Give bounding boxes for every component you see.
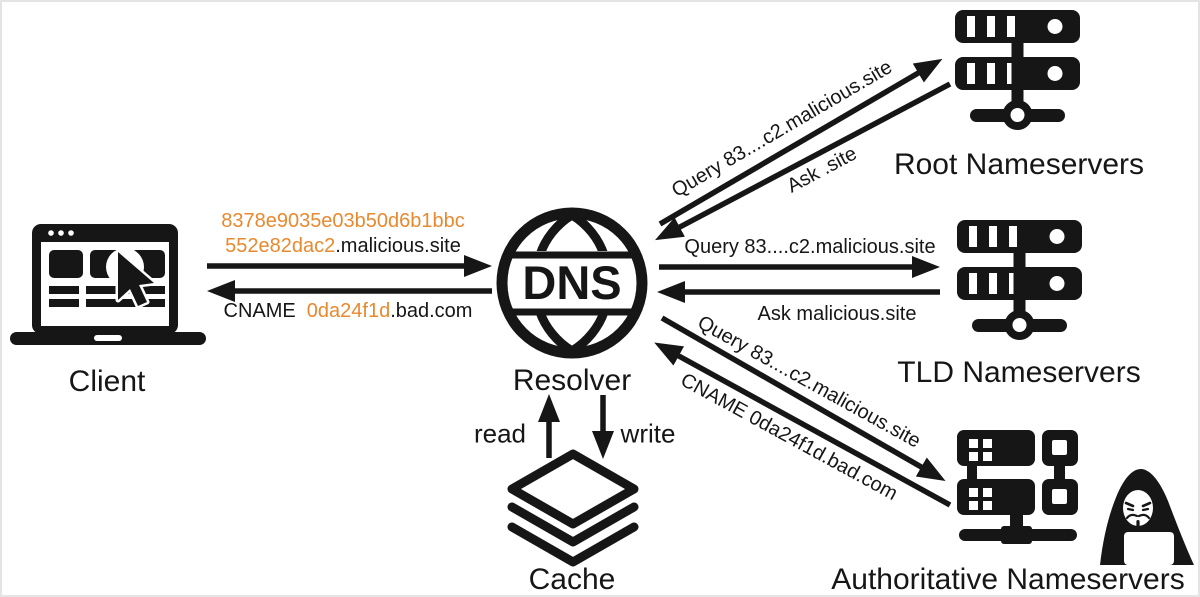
client-query-line1: 8378e9035e03b50d6b1bbc — [221, 210, 465, 232]
resolver-label: Resolver — [512, 364, 632, 397]
arrow-auth-to-resolver — [654, 342, 952, 508]
client-label: Client — [68, 365, 146, 398]
hacker-icon — [1100, 469, 1194, 565]
query-tld-label: Query 83....c2.malicious.site — [684, 236, 936, 258]
arrows-layer — [207, 58, 952, 508]
authoritative-servers-icon — [957, 430, 1078, 544]
ask-tld-label: Ask malicious.site — [757, 303, 917, 325]
cursor-icon — [115, 249, 157, 309]
tld-nameservers-label: TLD Nameservers — [897, 356, 1141, 389]
dns-globe-text: DNS — [522, 256, 621, 309]
cache-write-label: write — [620, 418, 676, 449]
arrow-root-to-resolver — [655, 81, 952, 241]
arrow-resolver-to-root — [658, 58, 943, 227]
client-query-message: 8378e9035e03b50d6b1bbc 552e82dac2.malici… — [221, 209, 465, 259]
dns-globe-icon: DNS — [496, 207, 648, 359]
tld-servers-icon — [957, 220, 1082, 336]
cache-read-label: read — [473, 418, 527, 449]
cache-layers-icon — [507, 449, 639, 567]
cache-label: Cache — [528, 563, 616, 596]
authoritative-nameservers-label: Authoritative Nameservers — [831, 563, 1185, 596]
arrow-resolver-to-auth — [660, 315, 946, 481]
root-servers-icon — [955, 10, 1080, 126]
client-query-line2: 552e82dac2.malicious.site — [225, 235, 461, 257]
root-nameservers-label: Root Nameservers — [893, 148, 1145, 181]
laptop-icon — [10, 224, 206, 345]
